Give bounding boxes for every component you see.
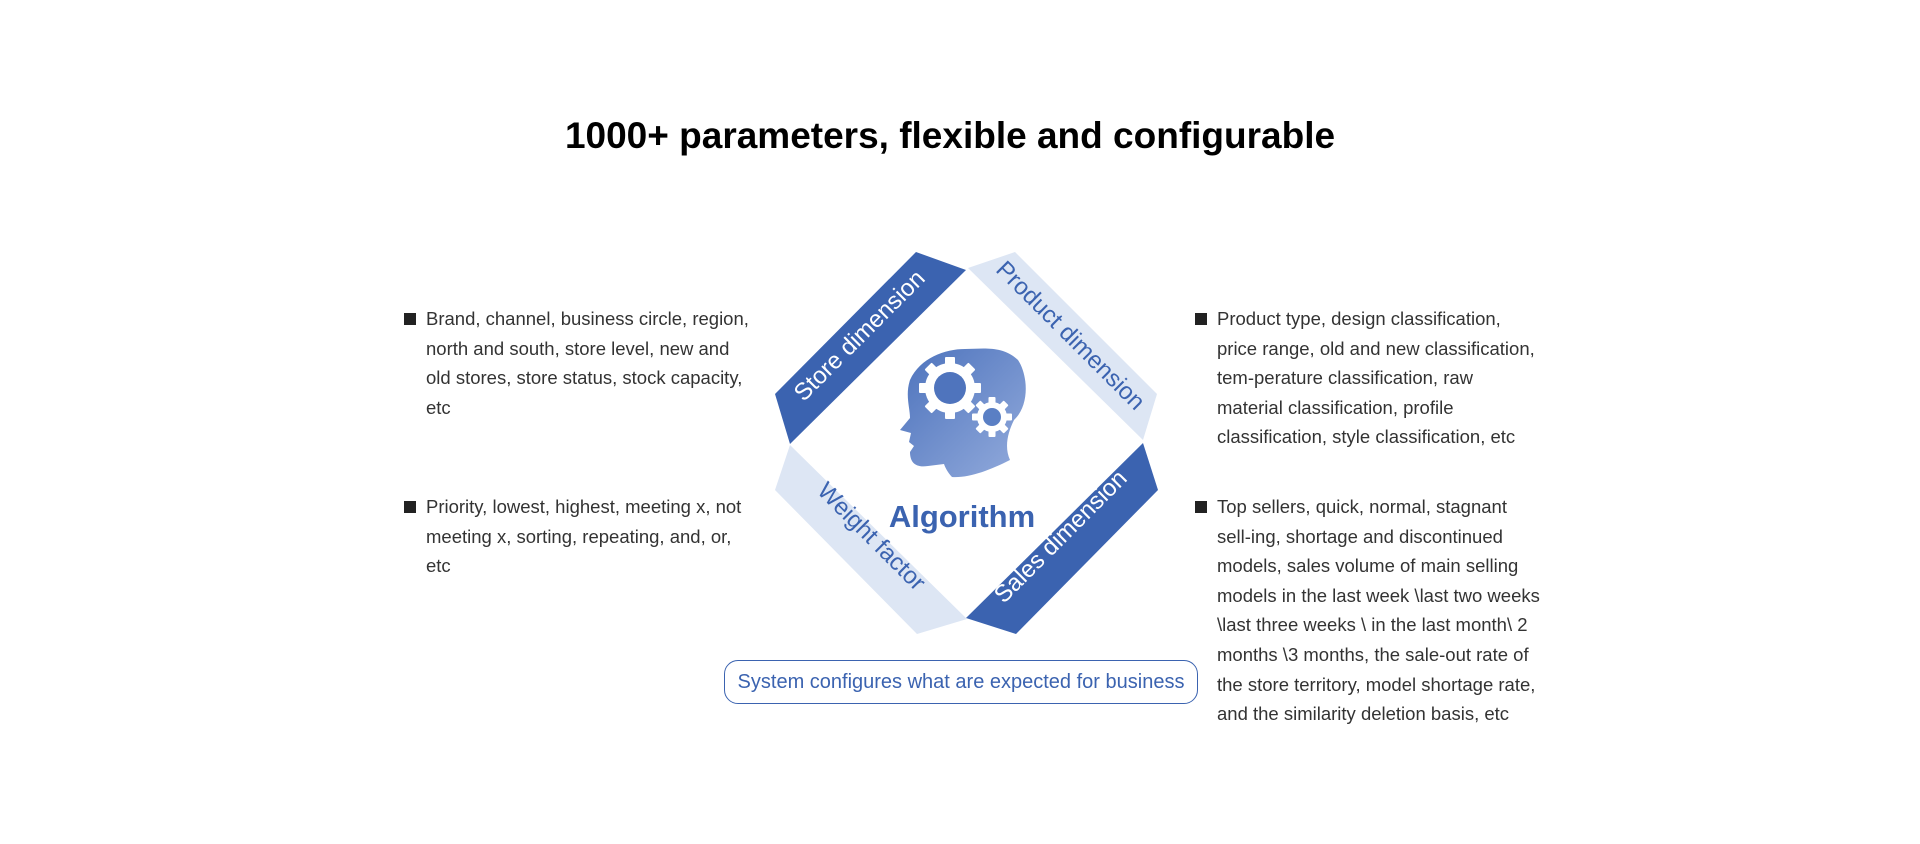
square-bullet-icon	[1195, 501, 1207, 513]
square-bullet-icon	[1195, 313, 1207, 325]
sales-dimension-band	[966, 443, 1158, 634]
store-dimension-description: Brand, channel, business circle, region,…	[426, 308, 749, 418]
page-title: 1000+ parameters, flexible and configura…	[564, 115, 1336, 156]
square-bullet-icon	[404, 313, 416, 325]
square-bullet-icon	[404, 501, 416, 513]
product-dimension-bullet: Product type, design classification, pri…	[1195, 304, 1540, 452]
sales-dimension-description: Top sellers, quick, normal, stagnant sel…	[1217, 496, 1540, 725]
weight-factor-bullet: Priority, lowest, highest, meeting x, no…	[404, 492, 744, 581]
product-dimension-description: Product type, design classification, pri…	[1217, 308, 1535, 448]
system-config-box: System configures what are expected for …	[724, 660, 1198, 704]
store-dimension-band	[775, 252, 966, 444]
sales-dimension-bullet: Top sellers, quick, normal, stagnant sel…	[1195, 492, 1540, 729]
product-dimension-band	[968, 252, 1157, 440]
store-dimension-bullet: Brand, channel, business circle, region,…	[404, 304, 756, 422]
algorithm-label: Algorithm	[889, 499, 1035, 534]
head-gears-icon	[900, 348, 1026, 478]
weight-factor-band	[775, 445, 967, 634]
weight-factor-description: Priority, lowest, highest, meeting x, no…	[426, 496, 742, 577]
